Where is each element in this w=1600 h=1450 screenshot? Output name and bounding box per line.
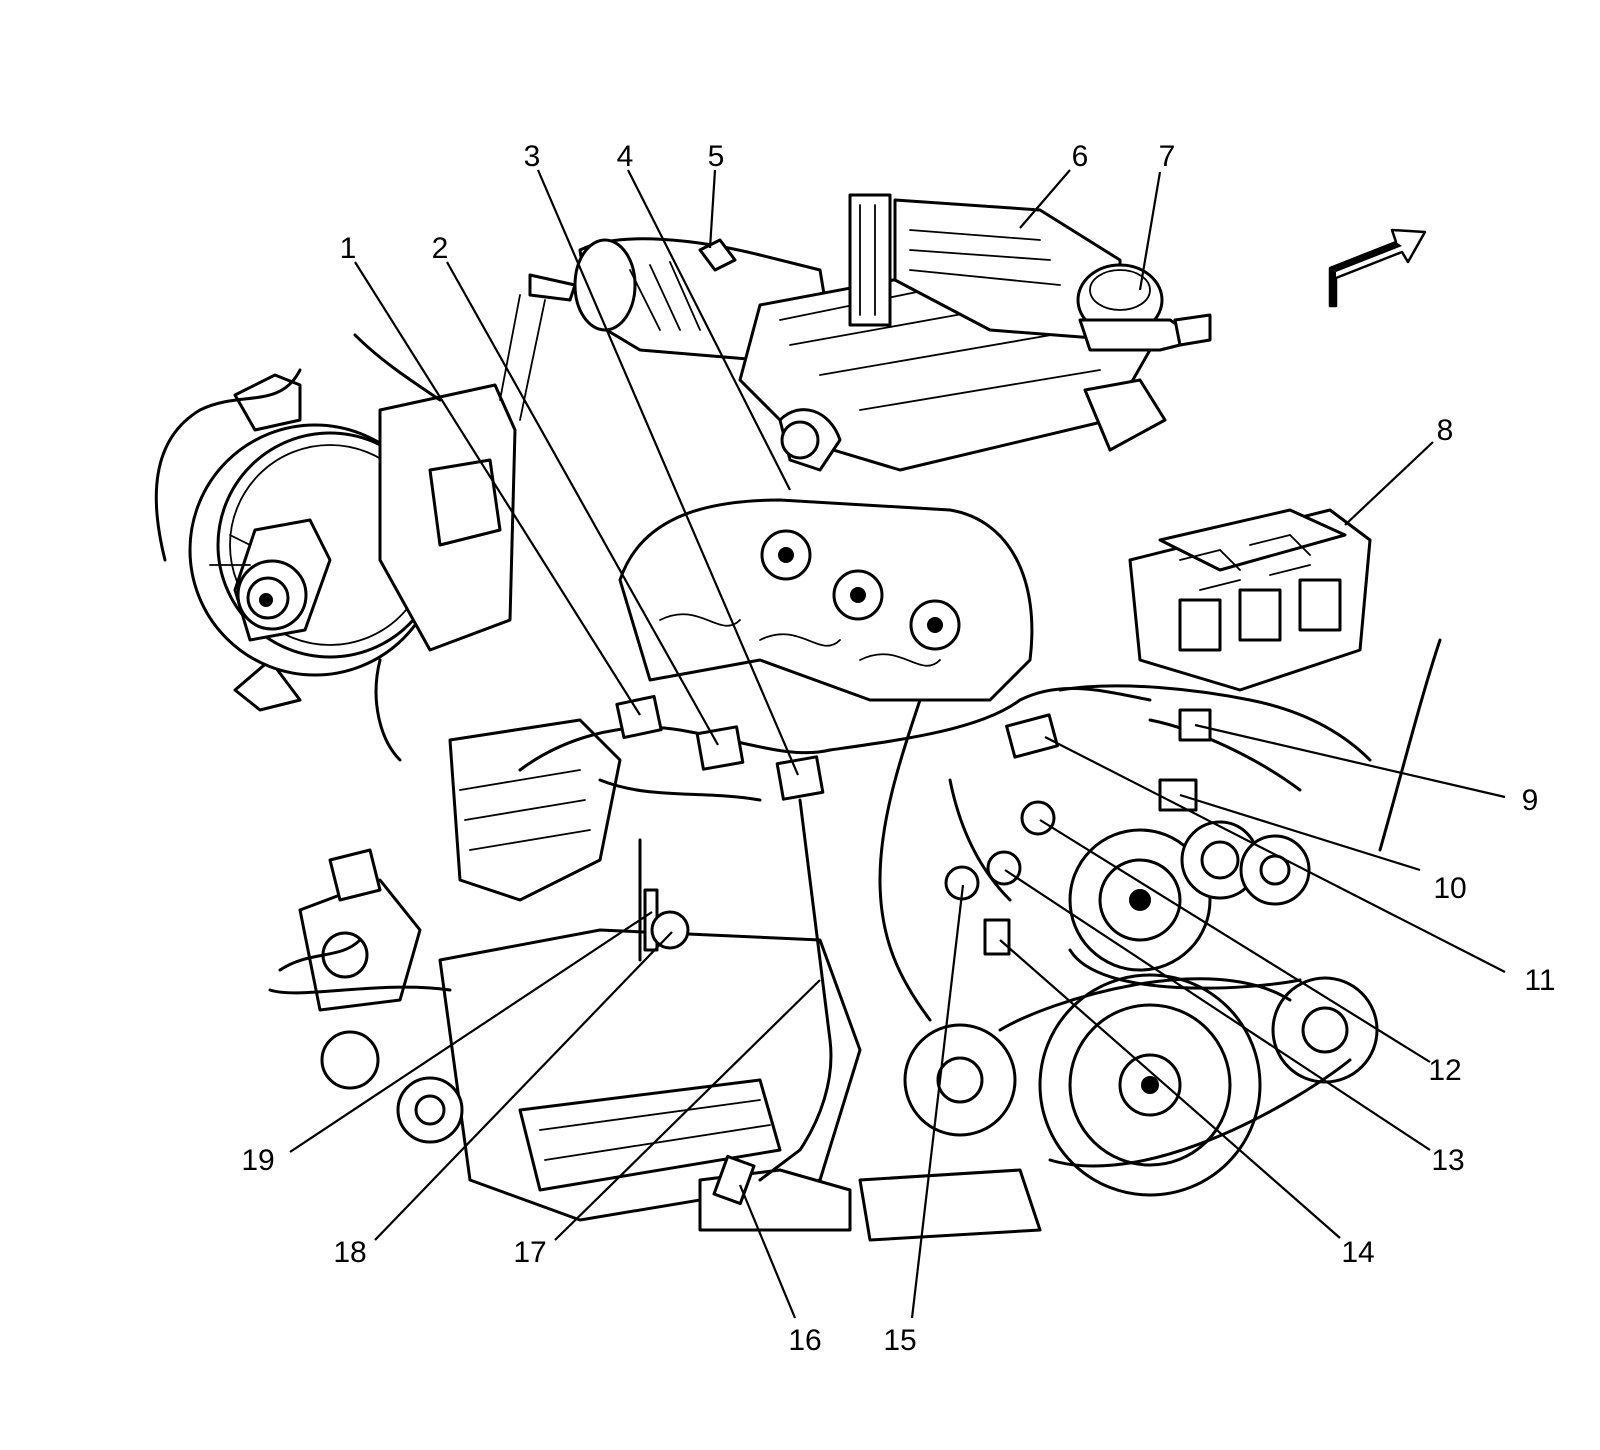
callout-6: 6 bbox=[1072, 140, 1089, 173]
connectors bbox=[615, 694, 1212, 1206]
leader-10 bbox=[1179, 793, 1421, 872]
leader-9 bbox=[1194, 723, 1506, 799]
callout-14: 14 bbox=[1341, 1236, 1374, 1269]
callout-9: 9 bbox=[1522, 784, 1539, 817]
leader-2 bbox=[446, 261, 719, 746]
leader-7 bbox=[1138, 171, 1162, 291]
callout-1: 1 bbox=[340, 232, 357, 265]
leader-6 bbox=[1019, 169, 1071, 229]
accessory-drive bbox=[903, 820, 1379, 1197]
callout-17: 17 bbox=[513, 1236, 546, 1269]
leader-lines bbox=[289, 169, 1506, 1319]
leader-18 bbox=[374, 931, 673, 1241]
callout-16: 16 bbox=[788, 1324, 821, 1357]
direction-arrow-icon bbox=[1328, 228, 1427, 308]
fuse-block bbox=[1128, 508, 1372, 692]
callout-10: 10 bbox=[1433, 872, 1466, 905]
leader-16 bbox=[738, 1184, 797, 1319]
callout-12: 12 bbox=[1428, 1054, 1461, 1087]
leader-8 bbox=[1344, 441, 1434, 526]
callout-15: 15 bbox=[883, 1324, 916, 1357]
callout-2: 2 bbox=[432, 232, 449, 265]
callout-13: 13 bbox=[1431, 1144, 1464, 1177]
wiring-harness bbox=[518, 638, 1442, 1182]
engine-block bbox=[396, 718, 1042, 1242]
leader-1 bbox=[354, 261, 641, 716]
leader-5 bbox=[708, 169, 717, 249]
leader-11 bbox=[1044, 736, 1506, 973]
callout-8: 8 bbox=[1437, 414, 1454, 447]
leader-14 bbox=[999, 939, 1341, 1239]
callout-7: 7 bbox=[1159, 140, 1176, 173]
power-steering-pump bbox=[268, 848, 452, 1090]
callout-3: 3 bbox=[524, 140, 541, 173]
brake-booster bbox=[154, 333, 517, 762]
engine-illustration bbox=[154, 193, 1442, 1242]
intake-manifold bbox=[618, 408, 1034, 702]
callout-11: 11 bbox=[1524, 964, 1555, 997]
callout-5: 5 bbox=[708, 140, 725, 173]
leader-15 bbox=[910, 884, 965, 1319]
control-module bbox=[848, 193, 1122, 342]
leader-3 bbox=[536, 169, 800, 776]
callout-18: 18 bbox=[333, 1236, 366, 1269]
leader-17 bbox=[554, 979, 821, 1241]
leader-4 bbox=[627, 169, 791, 491]
callout-numbers: 1 2 3 4 5 6 7 8 9 10 11 12 13 14 15 16 1… bbox=[241, 140, 1555, 1357]
top-brackets bbox=[499, 273, 1212, 421]
callout-19: 19 bbox=[241, 1144, 274, 1177]
leader-13 bbox=[1004, 869, 1431, 1151]
callout-4: 4 bbox=[617, 140, 634, 173]
leader-19 bbox=[289, 911, 653, 1153]
leader-12 bbox=[1039, 819, 1431, 1063]
